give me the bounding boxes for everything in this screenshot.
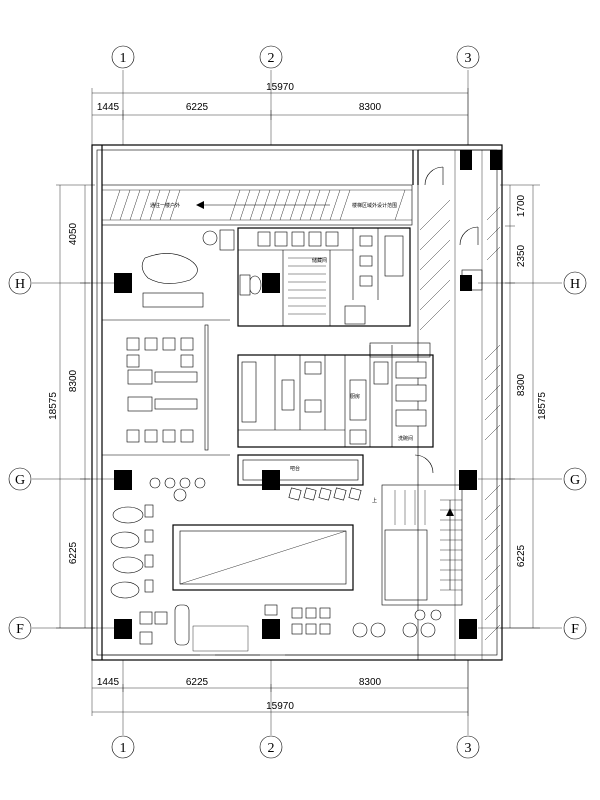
column-1F — [114, 619, 132, 639]
grid-bubble-row-G-right: G — [563, 467, 587, 491]
top-corridor: 通往一楼户外 楼梯区域外设计范围 — [101, 184, 413, 226]
dim-right-seg-4: 6225 — [516, 544, 527, 567]
grid-bubble-col-1-bottom: 1 — [111, 735, 135, 759]
dim-top-total: 15970 — [266, 82, 294, 93]
grid-bubble-col-2-top: 2 — [259, 45, 283, 69]
bar-counter: 吧台 — [237, 454, 434, 501]
grid-bubble-col-1-top: 1 — [111, 45, 135, 69]
shaft-hatch — [419, 199, 501, 641]
grid-bubble-row-G-left: G — [8, 467, 32, 491]
dimension-right: 1700 2350 8300 6225 18575 — [500, 184, 548, 629]
sofa — [142, 292, 204, 308]
column-2H — [262, 273, 280, 293]
svg-text:H: H — [570, 277, 580, 292]
dim-bottom-total: 15970 — [266, 701, 294, 712]
grid-lines — [32, 70, 562, 735]
svg-text:3: 3 — [465, 741, 472, 756]
grid-bubble-col-3-top: 3 — [456, 45, 480, 69]
column — [460, 150, 472, 170]
svg-text:3: 3 — [465, 51, 472, 66]
dim-right-seg-3: 8300 — [516, 373, 527, 396]
dim-right-seg-2: 2350 — [516, 244, 527, 267]
svg-text:F: F — [16, 622, 24, 637]
grid-bubble-row-F-left: F — [8, 616, 32, 640]
column-1G — [114, 470, 132, 490]
lower-stair: 上 — [372, 484, 463, 606]
kitchen-a-label: 厨房 — [350, 393, 360, 400]
grid-bubble-row-H-right: H — [563, 271, 587, 295]
dim-left-seg-3: 6225 — [68, 541, 79, 564]
dim-top-seg-2: 6225 — [186, 102, 209, 113]
dim-bottom-seg-2: 6225 — [186, 677, 209, 688]
dimension-top: 15970 1445 6225 8300 — [91, 82, 469, 145]
column-2F — [262, 619, 280, 639]
stair-arrow-icon — [446, 508, 454, 516]
bottom-furniture — [139, 604, 442, 652]
counter-label: 吧台 — [290, 465, 300, 472]
corridor-right-label: 楼梯区域外设计范围 — [352, 202, 397, 209]
svg-text:G: G — [570, 473, 580, 488]
left-dining-area — [102, 229, 235, 502]
kitchen-b-label: 洗碗间 — [398, 435, 413, 442]
svg-text:F: F — [571, 622, 579, 637]
dim-top-seg-1: 1445 — [97, 102, 120, 113]
svg-text:1: 1 — [120, 741, 127, 756]
arrow-left-icon — [196, 201, 204, 209]
right-service-zone — [417, 149, 503, 661]
grid-bubble-col-2-bottom: 2 — [259, 735, 283, 759]
grid-bubble-row-F-right: F — [563, 616, 587, 640]
column — [460, 275, 472, 291]
outer-walls — [91, 144, 503, 661]
svg-text:G: G — [15, 473, 25, 488]
dimension-left: 4050 8300 6225 18575 — [48, 184, 95, 629]
stair-up-label: 上 — [372, 497, 377, 504]
booth — [127, 396, 153, 412]
svg-text:1: 1 — [120, 51, 127, 66]
booth — [127, 369, 153, 385]
column-1H — [114, 273, 132, 293]
dim-left-seg-1: 4050 — [68, 222, 79, 245]
column-3G — [459, 470, 477, 490]
dot-mat — [192, 625, 249, 652]
svg-text:H: H — [15, 277, 25, 292]
dim-right-seg-1: 1700 — [516, 194, 527, 217]
dim-bottom-seg-1: 1445 — [97, 677, 120, 688]
grid-bubble-col-3-bottom: 3 — [456, 735, 480, 759]
central-feature — [172, 524, 354, 591]
dim-left-seg-2: 8300 — [68, 369, 79, 392]
column — [490, 150, 502, 170]
svg-text:2: 2 — [268, 741, 275, 756]
lower-left-lounge — [110, 504, 154, 599]
upper-service-block: 储藏间 — [237, 227, 411, 327]
grid-bubble-row-H-left: H — [8, 271, 32, 295]
lounge-sofa — [141, 253, 198, 284]
dimension-bottom: 1445 6225 8300 15970 — [91, 660, 469, 716]
kitchen-block: 厨房 洗碗间 — [237, 342, 434, 448]
dim-bottom-seg-3: 8300 — [359, 677, 382, 688]
storage-label: 储藏间 — [312, 257, 327, 264]
dim-top-seg-3: 8300 — [359, 102, 382, 113]
dim-left-total: 18575 — [48, 392, 59, 420]
corridor-left-label: 通往一楼户外 — [150, 202, 180, 209]
svg-text:2: 2 — [268, 51, 275, 66]
column-3F — [459, 619, 477, 639]
dim-right-total: 18575 — [537, 392, 548, 420]
